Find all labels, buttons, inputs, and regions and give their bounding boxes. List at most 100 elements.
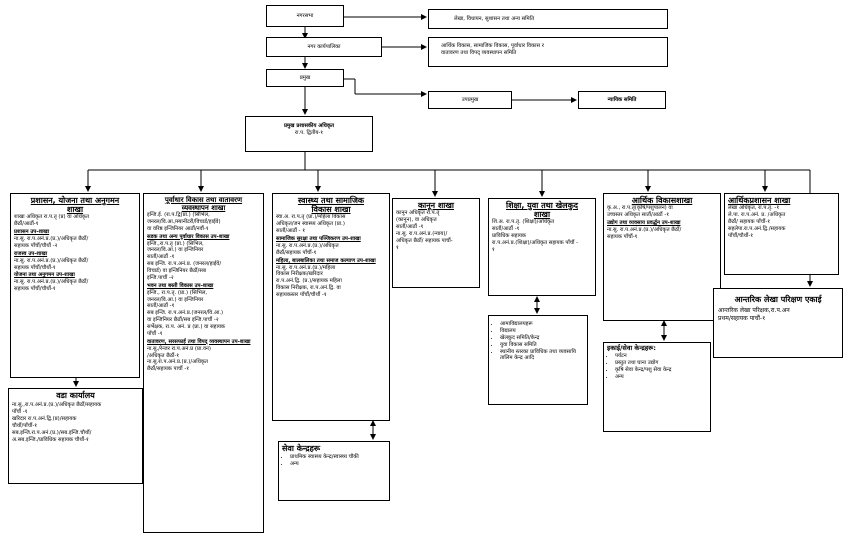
ward-line: ना.सु.,रा.प.अनं.प्र.(प्र.)/अधिकृत छैठौं/… [12,402,102,409]
infra-section-1-line: सब इन्जि. रा.प.अनं.प्र. (जनरल/हाईवे/ [147,261,222,268]
admin-branch-box: प्रशासन, योजना तथा अनुगमन शाखा शाखा अधिक… [10,193,140,378]
econ-unit-item: पर्यटन [615,353,707,360]
econ-branch-box: आर्थिक विकासशाखा कृ.अ., रा.प.तृ(कृषि/पशु… [603,193,721,321]
econ-section-line: सहायक पाँचौं-१ [607,233,638,240]
audit-line: प्रथम/सहायक पाचौं-१ [718,314,766,322]
ward-line: सब.इन्जि.रा.प.अनं.(प्र.)/सब.इन्जि.चौथौं/ [12,429,92,436]
health-section-1-line: छैठौं/सहायक पाँचौं-१ [276,249,317,256]
education-unit-item: स्थानीय स्तरका प्राविधिक तथा व्यवसायि ता… [500,349,584,363]
ward-line: अ.सब.इन्जि./प्राविधिक सहायक चौथौं-१ [12,436,89,443]
law-line: सातौं/आठौं -१ [396,223,424,230]
econ-line: उच्चस्तर अधिकृत सातौं/आठौं -१ [607,212,669,219]
finance-line: पाँचौं/चौथौं-१ [728,232,754,239]
admin-section-2-line: ना.सु. रा.प.अनं.प्र.(प्र.)/अधिकृत छैठौं/ [14,257,89,264]
audit-box: आन्तरिक लेखा परिक्षण एकाई आन्तरिक लेखा प… [713,288,843,358]
infra-section-3-line: /अधिकृत छैठौं-१ [147,352,180,359]
cao-box: प्रमुख प्रशासकीय अधिकृत रा.प. द्वितीय-१ [245,116,373,152]
admin-section-3-line: ना.सु. रा.प.अनं.प्र.(प्र.)/अधिकृत छैठौं/ [14,279,89,286]
pramukh-label: प्रमुख [299,74,311,81]
karyapalika-committee-box: आर्थिक विकास, सामाजिक विकास, पूर्वाधार व… [428,37,668,67]
service-centers-box: सेवा केन्द्रहरू प्राथमिक स्वास्थ्य केन्द… [278,441,390,501]
karyapalika-committee-line-1: आर्थिक विकास, सामाजिक विकास, पूर्वाधार व… [441,43,544,49]
admin-line-2: छैठौं/आठौं-१ [14,221,39,228]
admin-section-1-title: प्रशासन उप-शाखा [14,229,50,236]
infra-section-3-line: छैठौं/सहायक पाचौं -१ [147,366,190,373]
health-section-2-line: रा.प.अनं.द्वि. (प्र.)/सहायक महिला [276,278,342,285]
nagarsabha-committee-label: लेखा, विधायन, सुशासन तथा अन्य समिति [454,15,535,22]
health-line: अधिकृत/जन स्वास्थ्य अधिकृत (प्रा.) [276,221,345,228]
finance-line: ले.पा. रा.प.अनं. प्र. /अधिकृत [728,212,786,219]
education-branch-title: शिक्षा, युवा तथा खेलकुद शाखा [506,201,578,220]
health-section-2-line: विकास निरीक्षक, रा.प.अनं.द्वि. वा [276,285,341,292]
finance-branch-box: आर्थिकप्रशासन शाखा लेखा अधिकृत, रा.प.तृ.… [724,193,839,275]
health-branch-box: स्वास्थ्य तथा सामाजिक विकास शाखा स्वा.अ.… [272,193,390,421]
health-section-1-line: ना.सु. रा.प.अनं.प्र.(प्र.)/अधिकृत [276,242,339,249]
education-line: प्राविधिक सहायक [492,233,526,240]
admin-section-1-line: सहायक पाँचौं/चौथौं -२ [14,242,58,249]
econ-unit-item: कृषि सेवा केन्द्र/पशु सेवा केन्द्र [615,367,707,374]
health-section-1-title: सामाजिक सुरक्षा तथा पञ्जिकरण उप-शाखा [276,236,361,242]
service-centers-list: प्राथमिक स्वास्थ्य केन्द्र/स्वास्थ्य चौक… [290,454,386,468]
health-section-2-line: ना.सु. रा.प.अनं.प्र.(प्र.)/महिला [276,264,336,271]
ward-office-box: वडा कार्यालय ना.सु.,रा.प.अनं.प्र.(प्र.)/… [8,388,143,484]
finance-line: छैठौं/ सहायक पाँचौं-१ [728,218,771,225]
education-unit-item: विद्यालय [500,328,584,335]
education-branch-box: शिक्षा, युवा तथा खेलकुद शाखा शि.अ. रा.प.… [488,198,596,296]
infra-section-2-line: पाँचौं -१ [147,330,163,337]
service-center-item: अन्य [290,461,386,468]
infra-section-2-line: सातौं/आठौं -१ [147,303,175,310]
nagarsabha-label: नगरसभा [296,12,314,19]
econ-units-list: पर्यटन प्रस्तुत तथा घाना उद्योग कृषि सेव… [615,353,707,381]
nyayik-box: न्यायिक समिति [578,91,666,109]
econ-line: कृ.अ., रा.प.तृ(कृषि/पशुपालन) वा [607,205,673,212]
infra-branch-title: पूर्वाधार विकास तथा वातावरण व्यवस्थापन श… [164,196,243,213]
nagarsabha-committee-box: लेखा, विधायन, सुशासन तथा अन्य समिति [428,9,668,29]
law-branch-box: कानून शाखा कानून अधिकृत रा.प.तृ (कानून),… [392,198,480,288]
audit-line: आन्तरिक लेखा परिक्षक,रा.प.अन [718,307,790,315]
cao-title: प्रमुख प्रशासकीय अधिकृत [283,123,335,129]
infra-section-2-line: सर्भेक्षक, रा.प. अनं. प्र (प्रा.) वा सहा… [147,324,225,331]
infra-section-3-title: वातावरण, सरसफाई तथा विपद् व्यवस्थापन उप-… [147,338,251,345]
infra-section-2-line: इन्जि., रा.प.तृ. (प्रा.) (सिभिल, [147,289,208,296]
ward-office-title: वडा कार्यालय [56,391,95,400]
infra-section-1-title: सडक तथा अन्य पूर्वाधार विकास उप-शाखा [147,233,230,240]
finance-branch-title: आर्थिकप्रशासन शाखा [728,196,791,205]
law-line: १ [396,244,399,251]
karyapalika-box: नगर कार्यपालिका [266,37,382,57]
infra-branch-box: पूर्वाधार विकास तथा वातावरण व्यवस्थापन श… [143,193,264,533]
education-units-box: आमाविद्यालयहरू विद्यालय खेलकुद समिति/केन… [488,315,588,405]
ward-line: पाँचौं -१ [12,409,28,416]
education-line: सातौं/आठौं -१ [492,226,520,233]
health-line: सातौं/आठौं - १ [276,228,306,235]
infra-section-1-line: जनरल/वि.आ.) वा इन्जिनियर [147,247,204,254]
infra-section-2-title: भवन तथा बस्ती विकास उप-शाखा [147,282,214,289]
education-unit-item: आमाविद्यालयहरू [500,321,584,328]
law-branch-title: कानून शाखा [417,201,454,210]
education-unit-item: खेलकुद समिति/केन्द्र [500,335,584,342]
law-line: (कानून), वा अधिकृत [396,217,437,224]
health-section-2-title: महिला, बालबालिका तथा समाज कल्याण उप-शाखा [276,257,376,264]
karyapalika-committee-line-2: वातावरण तथा विपद् व्यवस्थापन समिति [441,49,517,56]
health-branch-title: स्वास्थ्य तथा सामाजिक विकास शाखा [297,196,365,215]
econ-section-title: उद्योग तथा व्यवसाय प्रवर्द्धन उप-शाखा [607,219,681,226]
finance-line: सहलेपा.रा.प.अनं.द्वि./सहायक [728,225,786,232]
infra-line: इन्जि.ई. (रा.प.द्वि(प्रा.) (सिभिल, [147,212,210,219]
infra-section-3-line: ना.सु.रा.प.अनं.प्र.(प्र.)/अधिकृत [147,359,208,366]
education-units-list: आमाविद्यालयहरू विद्यालय खेलकुद समिति/केन… [500,321,584,362]
education-line: १ [492,246,495,253]
health-section-2-line: सहायकस्तर पाँचौं/चौथौं -१ [276,292,327,298]
infra-line: जनरल/वि.आ./स्यानीटरी/विचार्ड/हाईवे) [147,218,221,225]
infra-section-1-line: विचार्ड) वा इन्जिनियर छैठौं/सब [147,268,206,275]
nyayik-label: न्यायिक समिति [607,96,637,103]
finance-line: लेखा अधिकृत, रा.प.तृ. -१ [728,205,780,212]
upapramukh-label: उपप्रमुख [461,96,479,103]
ward-line: चौथौं/पाँचौं-१ [12,422,38,429]
infra-section-1-line: इन्जि.,रा.प.तृ (प्रा.) (सिभिल, [147,240,204,247]
karyapalika-label: नगर कार्यपालिका [307,43,341,50]
infra-line: वा वरिष्ठ इन्जिनियर आठौं/नवौं-१ [147,225,209,232]
law-line: अधिकृत छैठौं/ सहायक पाचौं- [396,237,453,244]
service-centers-title: सेवा केन्द्रहरू [282,444,321,453]
econ-branch-title: आर्थिक विकासशाखा [631,196,693,205]
pramukh-box: प्रमुख [266,69,344,87]
audit-title: आन्तरिक लेखा परिक्षण एकाई [734,295,822,304]
